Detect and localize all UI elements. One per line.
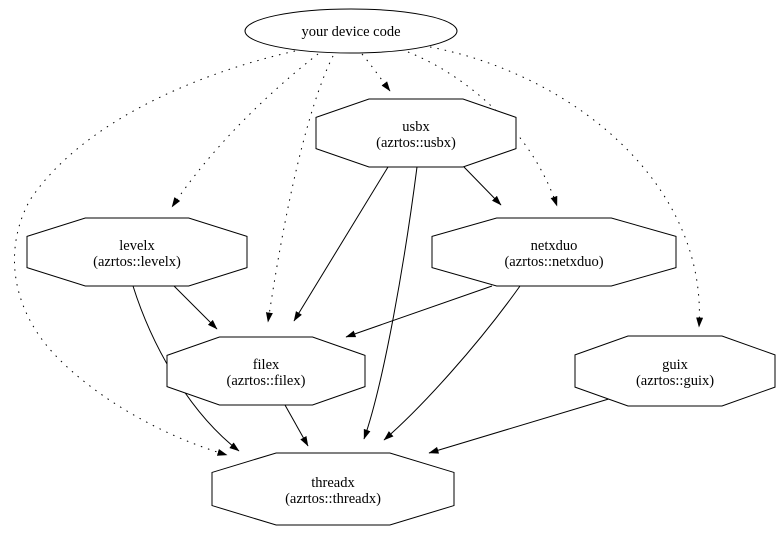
threadx-octagon-shape — [211, 452, 455, 526]
filex-label: filex — [253, 357, 280, 373]
node-threadx: threadx(azrtos::threadx) — [211, 452, 455, 526]
netxduo-sublabel: (azrtos::netxduo) — [504, 254, 603, 270]
threadx-sublabel: (azrtos::threadx) — [285, 491, 381, 507]
edge-usbx-threadx — [363, 166, 418, 440]
levelx-label: levelx — [119, 238, 155, 254]
device_code-ellipse-shape — [244, 8, 458, 54]
netxduo-octagon-shape — [431, 217, 677, 287]
device_code-label: your device code — [301, 24, 400, 40]
edge-levelx-filex — [173, 285, 218, 330]
node-usbx: usbx(azrtos::usbx) — [315, 98, 517, 168]
node-levelx: levelx(azrtos::levelx) — [26, 217, 248, 287]
edge-device_code-filex — [265, 55, 334, 323]
node-filex: filex(azrtos::filex) — [166, 336, 366, 406]
usbx-octagon-shape — [315, 98, 517, 168]
node-netxduo: netxduo(azrtos::netxduo) — [431, 217, 677, 287]
edge-guix-threadx — [428, 397, 613, 454]
threadx-label: threadx — [311, 475, 355, 491]
guix-label: guix — [662, 357, 689, 373]
edge-device_code-usbx — [361, 53, 391, 92]
levelx-octagon-shape — [26, 217, 248, 287]
usbx-label: usbx — [402, 119, 430, 135]
node-device_code: your device code — [244, 8, 458, 54]
guix-sublabel: (azrtos::guix) — [636, 373, 714, 389]
node-guix: guix(azrtos::guix) — [574, 335, 776, 407]
edge-usbx-netxduo — [463, 166, 502, 206]
filex-sublabel: (azrtos::filex) — [227, 373, 306, 389]
edge-usbx-filex — [293, 166, 389, 322]
guix-octagon-shape — [574, 335, 776, 407]
edge-netxduo-filex — [345, 285, 493, 338]
netxduo-label: netxduo — [531, 238, 578, 254]
edge-device_code-levelx — [171, 53, 319, 208]
usbx-sublabel: (azrtos::usbx) — [376, 135, 456, 151]
filex-octagon-shape — [166, 336, 366, 406]
levelx-sublabel: (azrtos::levelx) — [93, 254, 181, 270]
edge-netxduo-threadx — [383, 285, 521, 441]
edge-filex-threadx — [284, 404, 309, 447]
